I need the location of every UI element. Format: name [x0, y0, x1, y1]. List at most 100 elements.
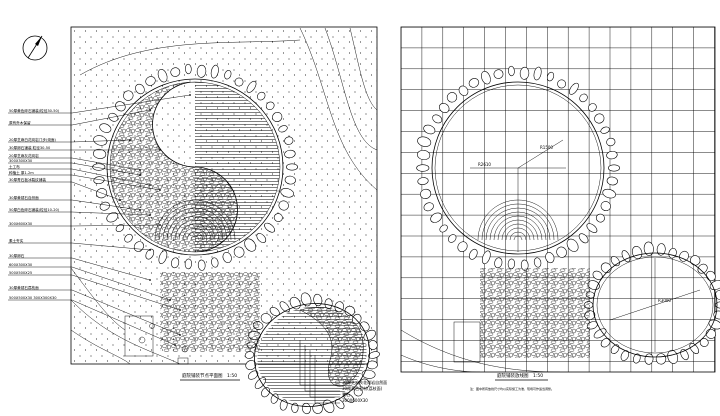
callout-label: 500X500X25 [9, 271, 32, 275]
callout-label: 30厚黄锈石荔枝面 [9, 285, 39, 290]
bottom-leaders [299, 340, 340, 404]
stone [170, 67, 181, 77]
stone [265, 101, 275, 111]
stone [679, 250, 689, 262]
stone [278, 200, 289, 211]
callout-leaders [8, 94, 191, 346]
stone [359, 378, 370, 389]
stone [546, 71, 555, 82]
stone [270, 393, 279, 404]
stone [468, 78, 480, 88]
stone [312, 402, 323, 414]
stone [135, 83, 145, 95]
stone [224, 70, 232, 80]
stone [699, 338, 709, 347]
stone [606, 150, 618, 160]
callout-label: 20厚芝麻白花岗岩汀步(烧面) [9, 137, 57, 142]
stone [655, 353, 667, 365]
stone [368, 340, 378, 350]
stone [579, 93, 588, 103]
stone [620, 350, 630, 361]
stone [108, 112, 119, 122]
bottom-callout-1: 30厚芝麻灰花岗岩自然面 [342, 379, 387, 385]
stone [690, 255, 701, 266]
stone [458, 85, 469, 96]
stone [610, 256, 620, 267]
stone [245, 360, 257, 371]
callout-label: 20厚芝麻灰花岗岩 [9, 153, 39, 158]
stone [689, 343, 699, 354]
stone [184, 63, 192, 75]
callout-label: 300X600X30 [9, 222, 33, 226]
bottom-callout-2: 30厚黄色石材(荔枝面) [342, 385, 383, 391]
stone [279, 399, 288, 411]
stone [211, 257, 219, 268]
paving-layout [480, 268, 590, 358]
stone [247, 370, 259, 380]
stone [300, 292, 312, 307]
stone [494, 257, 503, 269]
left-plan [8, 26, 380, 415]
stone [667, 349, 679, 364]
callout-label: 种植土 厚1.2m [9, 170, 34, 175]
stone [353, 387, 363, 397]
stone [430, 212, 443, 223]
stone [606, 137, 616, 147]
stone [93, 148, 107, 159]
north-arrow-icon [22, 35, 48, 61]
stone [507, 258, 516, 270]
bottom-callout-labels: 30厚芝麻灰花岗岩自然面 30厚黄色石材(荔枝面) 景石 300X600X30 [342, 379, 387, 403]
stone [697, 263, 708, 274]
stone [595, 213, 605, 223]
stone [256, 233, 267, 243]
stone [234, 77, 244, 87]
stone [607, 164, 620, 172]
stone [264, 222, 276, 233]
stone [446, 92, 458, 103]
stone [280, 188, 294, 198]
stone [196, 64, 207, 78]
oval-pool [254, 303, 370, 407]
stone [600, 126, 610, 134]
stone [656, 243, 666, 256]
stone-border [92, 63, 298, 271]
bottom-callout-3: 景石 [342, 391, 350, 397]
stone [368, 351, 380, 359]
stone [481, 250, 491, 265]
stone [715, 301, 720, 309]
stone [633, 353, 641, 364]
stone [123, 90, 134, 101]
callout-label: 30厚青石板冰裂纹铺装 [9, 177, 46, 182]
stone [416, 164, 430, 172]
stone [439, 224, 448, 233]
callout-label: 50厚白色碎石铺装(粒径10-20) [9, 207, 60, 212]
stone [417, 149, 431, 161]
callout-label: 500X500X30 300X300X30 [9, 296, 57, 300]
stone [593, 328, 607, 339]
stone [533, 257, 542, 268]
right-plan: R2610 R1500 R3000 [400, 26, 720, 373]
dim-r1: R2610 [478, 162, 491, 167]
stone [594, 113, 605, 124]
stone [586, 223, 598, 233]
dim-r2: R1500 [540, 145, 553, 150]
stone [233, 246, 245, 258]
stone [606, 176, 618, 186]
stone [481, 71, 491, 85]
stone [592, 270, 603, 280]
stone [469, 248, 478, 260]
layout-grid [401, 27, 715, 372]
stone [284, 149, 296, 159]
stone [210, 64, 219, 79]
stone [366, 360, 378, 370]
stone [533, 66, 542, 81]
stone [272, 112, 283, 122]
stone [244, 238, 257, 252]
stone [417, 136, 432, 147]
stone [246, 80, 257, 93]
stone [222, 252, 232, 263]
circular-lawn [106, 78, 284, 256]
stone [334, 398, 345, 410]
stone [508, 65, 515, 77]
stone [602, 188, 616, 199]
